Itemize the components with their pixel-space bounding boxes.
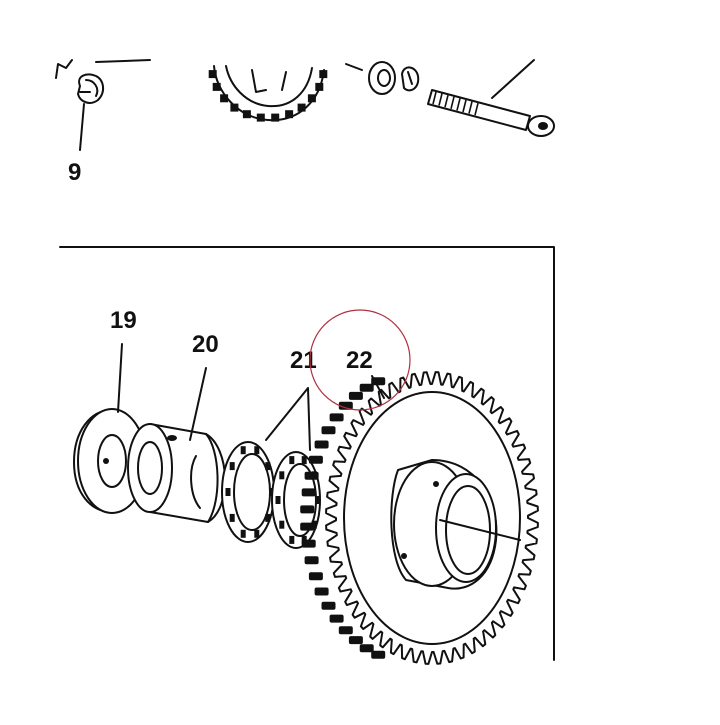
upper-assembly: 9 <box>55 59 555 186</box>
gear-side-tooth <box>321 426 336 435</box>
bearing-roller <box>279 471 285 480</box>
bolt-thread-line <box>468 101 473 114</box>
clip-part-9 <box>77 73 104 104</box>
sprocket-tooth <box>212 82 221 91</box>
sprocket-tooth <box>242 110 251 119</box>
label-9: 9 <box>68 159 81 186</box>
part-21-bearing-b <box>271 451 321 549</box>
sprocket-tooth <box>297 103 306 112</box>
bearing-roller <box>265 462 271 471</box>
gear-side-tooth <box>359 644 374 653</box>
bolt-thread-line <box>462 99 467 113</box>
sprocket-tooth <box>315 82 324 91</box>
diagram-frame <box>59 246 555 661</box>
gear-side-tooth <box>371 650 386 659</box>
bearing-roller <box>229 462 235 471</box>
upper-frame-edge <box>55 59 151 79</box>
bearing-roller <box>289 535 295 544</box>
gear-side-tooth <box>301 488 316 497</box>
bolt-thread-line <box>474 103 479 116</box>
bearing-roller <box>265 513 271 522</box>
upper-leader <box>345 63 363 71</box>
label-19: 19 <box>110 307 137 334</box>
bearing-roller <box>275 496 281 504</box>
bearing-roller <box>279 520 285 529</box>
gear-side-tooth <box>314 587 329 596</box>
bolt-thread-line <box>456 98 461 111</box>
bearing-roller <box>254 446 260 455</box>
label-22: 22 <box>346 347 373 374</box>
bearing-roller <box>225 488 231 496</box>
gear-side-tooth <box>338 401 353 410</box>
bearing-roller <box>240 446 246 455</box>
gear-side-tooth <box>304 556 319 565</box>
sprocket-tooth <box>230 103 239 112</box>
upper-washer <box>368 61 396 95</box>
bearing-roller <box>240 529 246 538</box>
gear-side-tooth <box>308 572 323 581</box>
sprocket-tooth <box>307 94 316 103</box>
leader-21 <box>265 387 311 451</box>
gear-side-tooth <box>301 539 316 548</box>
part-20-sleeve <box>127 423 226 523</box>
part-22-gear <box>300 371 539 665</box>
sprocket-tooth <box>319 70 328 79</box>
bolt-thread-line <box>444 95 449 108</box>
sprocket-tooth <box>208 70 217 79</box>
gear-side-tooth <box>348 636 363 645</box>
upper-bolt <box>427 89 555 137</box>
gear-side-tooth <box>304 471 319 480</box>
upper-lock-washer <box>401 66 420 92</box>
label-21: 21 <box>290 347 317 374</box>
sprocket-tooth <box>271 113 280 122</box>
gear-side-tooth <box>314 440 329 449</box>
sprocket-tooth <box>285 110 294 119</box>
bearing-roller <box>301 456 307 465</box>
gear-side-tooth <box>329 413 344 422</box>
leader-19 <box>117 343 123 413</box>
gear-side-tooth <box>348 391 363 400</box>
gear-side-tooth <box>359 383 374 392</box>
leader-9 <box>79 103 85 151</box>
highlight-circle <box>309 309 411 411</box>
part-21-bearing-a <box>221 441 275 543</box>
label-20: 20 <box>192 331 219 358</box>
leader-22 <box>371 375 385 399</box>
gear-side-tooth <box>300 522 315 531</box>
bearing-roller <box>229 513 235 522</box>
gear-side-tooth <box>329 614 344 623</box>
gear-side-tooth <box>308 455 323 464</box>
bearing-roller <box>315 496 321 504</box>
bolt-leader <box>491 59 535 99</box>
bearing-roller <box>289 456 295 465</box>
sprocket-tooth <box>220 94 229 103</box>
bolt-thread-line <box>450 96 455 109</box>
gear-side-tooth <box>338 626 353 635</box>
bearing-roller <box>254 529 260 538</box>
gear-side-tooth <box>300 505 315 514</box>
upper-sprocket <box>208 65 328 122</box>
gear-side-tooth <box>321 601 336 610</box>
leader-20 <box>189 367 207 441</box>
bolt-thread-line <box>432 91 437 105</box>
sprocket-tooth <box>256 113 265 122</box>
bolt-thread-line <box>438 93 443 106</box>
